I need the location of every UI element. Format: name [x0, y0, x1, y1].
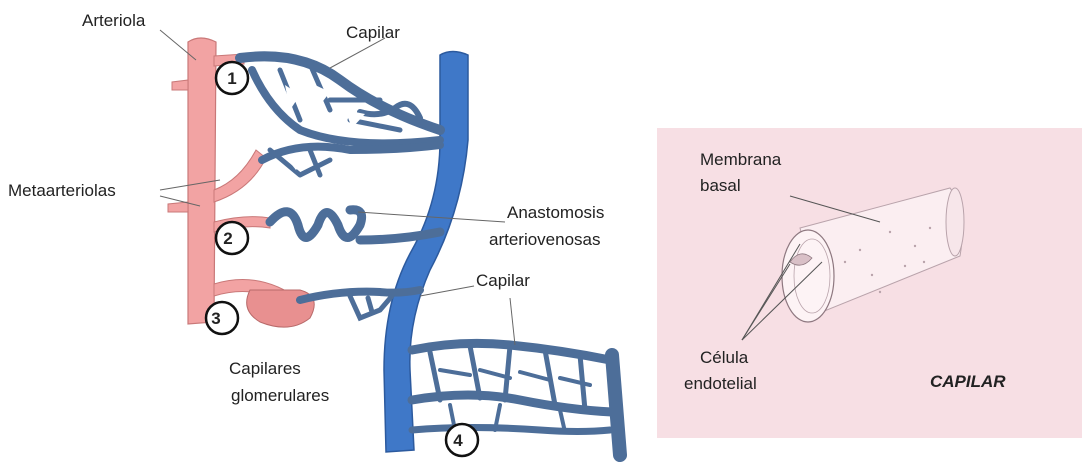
capillary-network-bottom: [412, 343, 620, 455]
label-capilar-mid: Capilar: [476, 271, 530, 290]
label-anastomosis-1: Anastomosis: [507, 203, 604, 222]
marker-2-number: 2: [223, 229, 232, 248]
arteriole-branch-top-left: [172, 80, 188, 90]
label-capilar-title: CAPILAR: [930, 372, 1006, 391]
marker-1: 1: [216, 62, 248, 94]
label-metaarteriolas: Metaarteriolas: [8, 181, 116, 200]
label-membrana-2: basal: [700, 176, 741, 195]
marker-4: 4: [446, 424, 478, 456]
marker-4-number: 4: [453, 431, 463, 450]
label-arteriola: Arteriola: [82, 11, 146, 30]
arteriole-branch-mid-left: [168, 202, 188, 212]
metaarteriole-1: [214, 150, 266, 202]
marker-3: 3: [206, 302, 238, 334]
capillary-tube-end: [946, 188, 964, 256]
label-celula-1: Célula: [700, 348, 749, 367]
label-capilar-top: Capilar: [346, 23, 400, 42]
label-anastomosis-2: arteriovenosas: [489, 230, 601, 249]
marker-2: 2: [216, 222, 248, 254]
label-capilares-2: glomerulares: [231, 386, 329, 405]
label-capilares-1: Capilares: [229, 359, 301, 378]
label-membrana-1: Membrana: [700, 150, 782, 169]
capillary-network-top: [240, 56, 440, 175]
marker-1-number: 1: [227, 69, 236, 88]
av-anastomosis: [270, 210, 440, 240]
marker-3-number: 3: [211, 309, 220, 328]
label-celula-2: endotelial: [684, 374, 757, 393]
